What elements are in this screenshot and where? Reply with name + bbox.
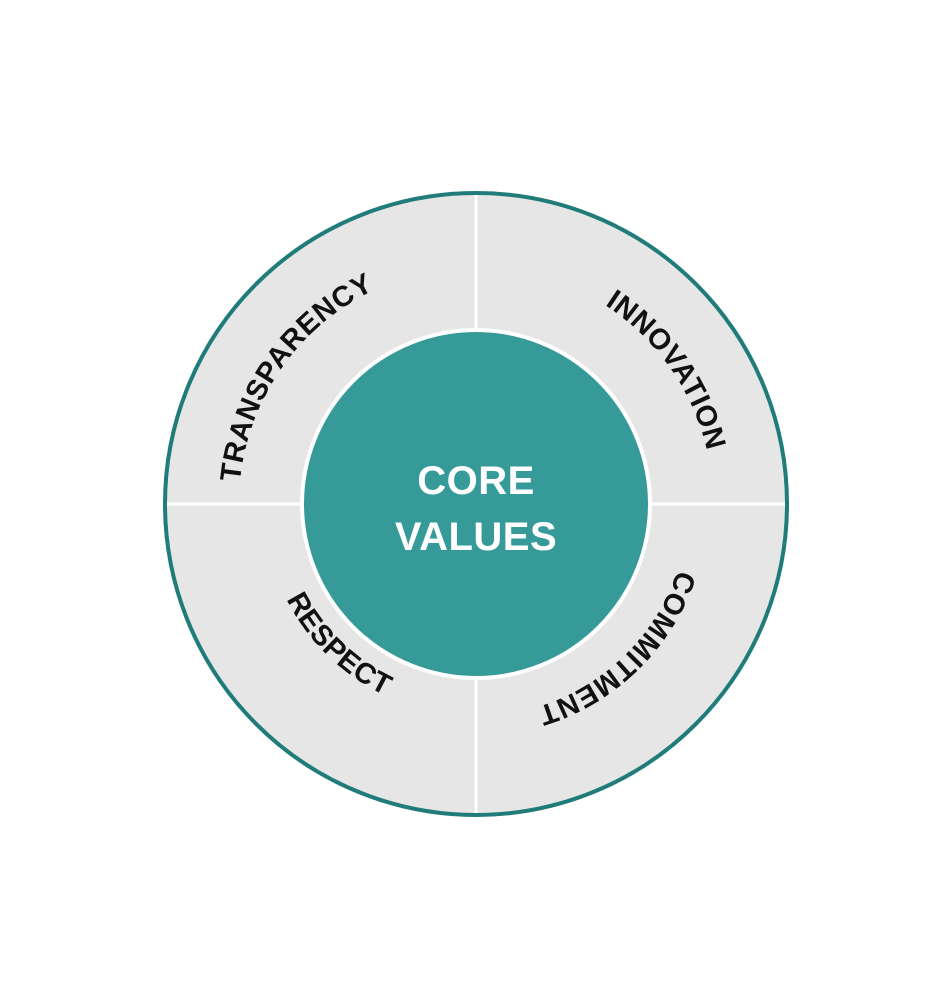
center-title-line2: VALUES	[395, 515, 557, 559]
center-title-line1: CORE	[417, 459, 535, 503]
center-circle	[300, 328, 652, 680]
